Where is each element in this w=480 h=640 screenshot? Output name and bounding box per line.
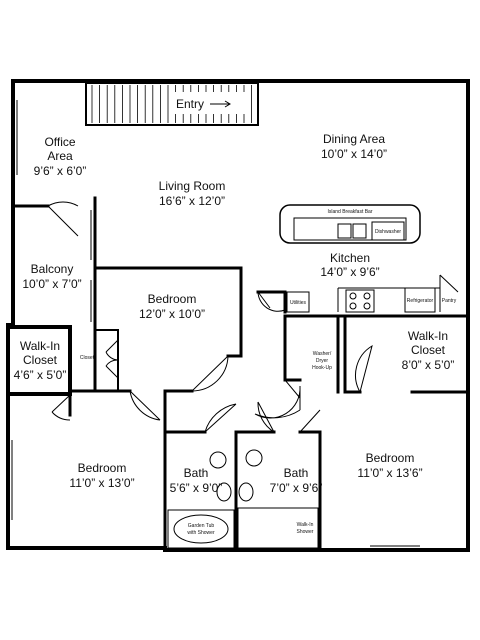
burner xyxy=(363,302,371,310)
dining-area-dims: 10’0” x 14’0” xyxy=(321,147,387,161)
dining-area-name: Dining Area xyxy=(323,132,385,146)
sink-right xyxy=(352,223,367,239)
bedroom-right-name: Bedroom xyxy=(366,451,415,465)
door-bedroom-center xyxy=(191,355,229,392)
door-walk-in-left xyxy=(51,394,71,421)
bedroom-left-wall xyxy=(68,389,97,417)
walk-in-right-name-2: Closet xyxy=(411,343,446,357)
stair-outline xyxy=(85,82,259,126)
bedroom-center-wall xyxy=(93,266,243,393)
office-name-2: Area xyxy=(47,149,73,163)
balcony-name: Balcony xyxy=(31,262,74,276)
walk-in-left-name-1: Walk-In xyxy=(20,339,60,353)
kitchen-name: Kitchen xyxy=(330,251,370,265)
entry-arrow xyxy=(210,100,231,108)
room-labels: Office Area 9’6” x 6’0” Living Room 16’6… xyxy=(14,132,455,495)
refrigerator xyxy=(404,287,436,313)
balcony-dims: 10’0” x 7’0” xyxy=(22,277,81,291)
walk-in-right-dims: 8’0” x 5’0” xyxy=(402,358,455,372)
tub-label-2: with Shower xyxy=(187,530,215,536)
living-room-name: Living Room xyxy=(159,179,226,193)
island-counter xyxy=(293,217,407,241)
utilities-box xyxy=(286,291,310,313)
sink-bath-left xyxy=(209,451,227,469)
shower-label-2: Shower xyxy=(297,529,314,535)
window xyxy=(7,440,13,520)
living-room-dims: 16’6” x 12’0” xyxy=(159,194,225,208)
office-dims: 9’6” x 6’0” xyxy=(34,164,87,178)
bath-left-name: Bath xyxy=(184,466,209,480)
burner xyxy=(349,292,357,300)
door-pantry xyxy=(439,274,459,312)
stove xyxy=(345,289,375,313)
bath-left-dims: 5’6” x 9’0” xyxy=(170,481,223,495)
door-office xyxy=(47,201,79,237)
island-label: Island Breakfast Bar xyxy=(327,209,372,215)
window xyxy=(90,210,96,322)
utilities-label: Utilities xyxy=(290,300,307,306)
door-walk-in-right xyxy=(355,344,373,393)
entry-label: Entry xyxy=(176,97,204,111)
walk-in-shower xyxy=(237,507,319,549)
washer-label-3: Hook-Up xyxy=(312,365,332,371)
window xyxy=(12,100,18,175)
bath-right-dims: 7’0” x 9’6” xyxy=(270,481,323,495)
closet-label: Closet xyxy=(80,355,95,361)
sink-bath-right xyxy=(245,449,263,467)
burner xyxy=(349,302,357,310)
toilet-bath-left xyxy=(216,482,232,502)
kitchen-dims: 14’0” x 9’6” xyxy=(320,265,379,279)
walk-in-left-dims: 4’6” x 5’0” xyxy=(14,368,67,382)
door-bath-left xyxy=(204,403,237,433)
burner xyxy=(363,292,371,300)
bedroom-left-dims: 11’0” x 13’0” xyxy=(69,476,134,490)
bath-left-wall xyxy=(163,389,238,552)
bath-fixtures: Garden Tub with Shower Walk-In Shower xyxy=(167,449,319,549)
tub-basin xyxy=(173,514,229,544)
bedroom-center-dims: 12’0” x 10’0” xyxy=(139,307,205,321)
closet-wall xyxy=(94,329,119,392)
bedroom-center-name: Bedroom xyxy=(148,292,197,306)
walls xyxy=(6,79,470,552)
entry-label-box xyxy=(172,92,250,114)
walk-in-left-name-2: Closet xyxy=(23,353,58,367)
washer-label-2: Dryer xyxy=(316,358,329,364)
door-closet xyxy=(105,339,119,379)
bedroom-left-name: Bedroom xyxy=(78,461,127,475)
kitchen-bottom-wall xyxy=(256,290,470,318)
entry-stairs: Entry xyxy=(85,82,259,126)
door-utilities xyxy=(257,291,286,312)
office-name-1: Office xyxy=(44,135,75,149)
bath-right-wall xyxy=(234,430,322,552)
walk-in-right-name-1: Walk-In xyxy=(408,329,448,343)
garden-tub xyxy=(167,509,235,549)
kitchen-fixtures: Island Breakfast Bar Dishwasher Utilitie… xyxy=(279,204,457,313)
tub-label-1: Garden Tub xyxy=(188,523,215,529)
dishwasher xyxy=(371,221,405,241)
refrigerator-label: Refrigerator xyxy=(407,298,434,304)
dishwasher-label: Dishwasher xyxy=(375,229,401,235)
bath-right-name: Bath xyxy=(284,466,309,480)
door-washer xyxy=(284,379,301,399)
stair-steps xyxy=(91,85,253,123)
door-bedroom-left xyxy=(129,390,161,421)
washer-label-1: Washer/ xyxy=(313,351,332,357)
pantry-label: Pantry xyxy=(442,298,457,304)
toilet-bath-right xyxy=(238,482,254,502)
bedroom-right-dims: 11’0” x 13’6” xyxy=(357,466,422,480)
sink-left xyxy=(337,223,352,239)
doors xyxy=(47,201,459,433)
shower-label-1: Walk-In xyxy=(297,522,314,528)
door-bedroom-right xyxy=(254,385,301,419)
